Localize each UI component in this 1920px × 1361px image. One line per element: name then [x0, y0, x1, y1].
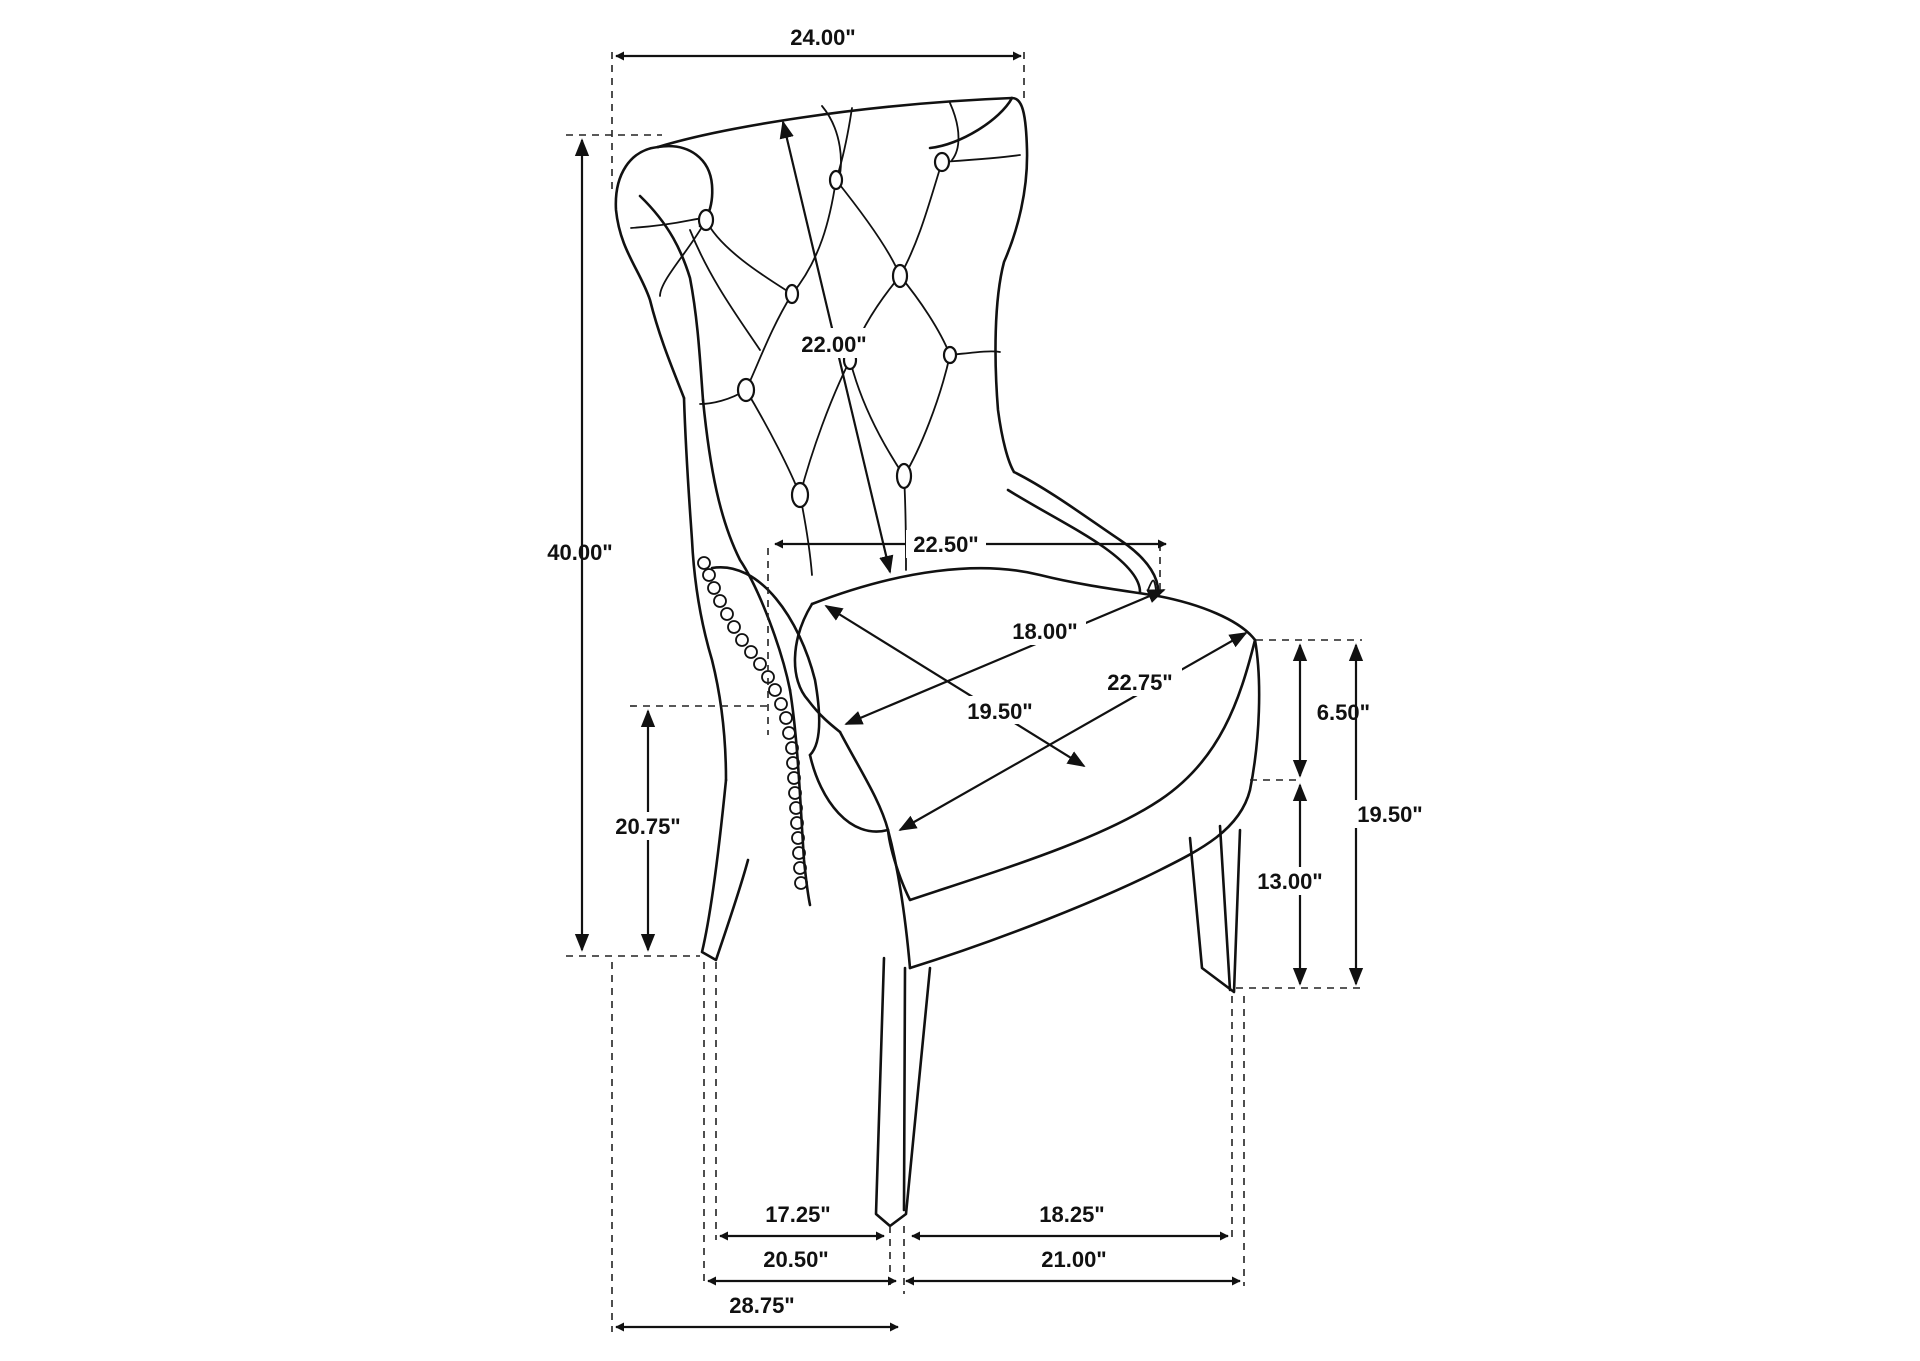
label-seat-width-diag: 22.75" — [1107, 670, 1172, 695]
label-seat-height: 19.50" — [1357, 802, 1422, 827]
label-side-depth: 18.25" — [1039, 1202, 1104, 1227]
label-inner-width: 22.50" — [913, 532, 978, 557]
label-seat-thickness: 6.50" — [1317, 700, 1370, 725]
label-overall-depth: 28.75" — [729, 1293, 794, 1318]
dimension-labels: 24.00" 40.00" 22.00" 22.50" 18.00" 19.50… — [547, 25, 1442, 1318]
label-base-width: 21.00" — [1041, 1247, 1106, 1272]
chair-outline — [614, 96, 1261, 1228]
nailhead-trim — [697, 556, 808, 890]
label-back-height: 22.00" — [801, 332, 866, 357]
label-front-depth: 17.25" — [765, 1202, 830, 1227]
label-seat-depth-diag: 19.50" — [967, 699, 1032, 724]
label-seat-width: 18.00" — [1012, 619, 1077, 644]
label-base-depth: 20.50" — [763, 1247, 828, 1272]
label-overall-width: 24.00" — [790, 25, 855, 50]
extension-lines — [566, 52, 1362, 1332]
label-arm-height: 20.75" — [615, 814, 680, 839]
label-leg-height: 13.00" — [1257, 869, 1322, 894]
label-overall-height: 40.00" — [547, 540, 612, 565]
